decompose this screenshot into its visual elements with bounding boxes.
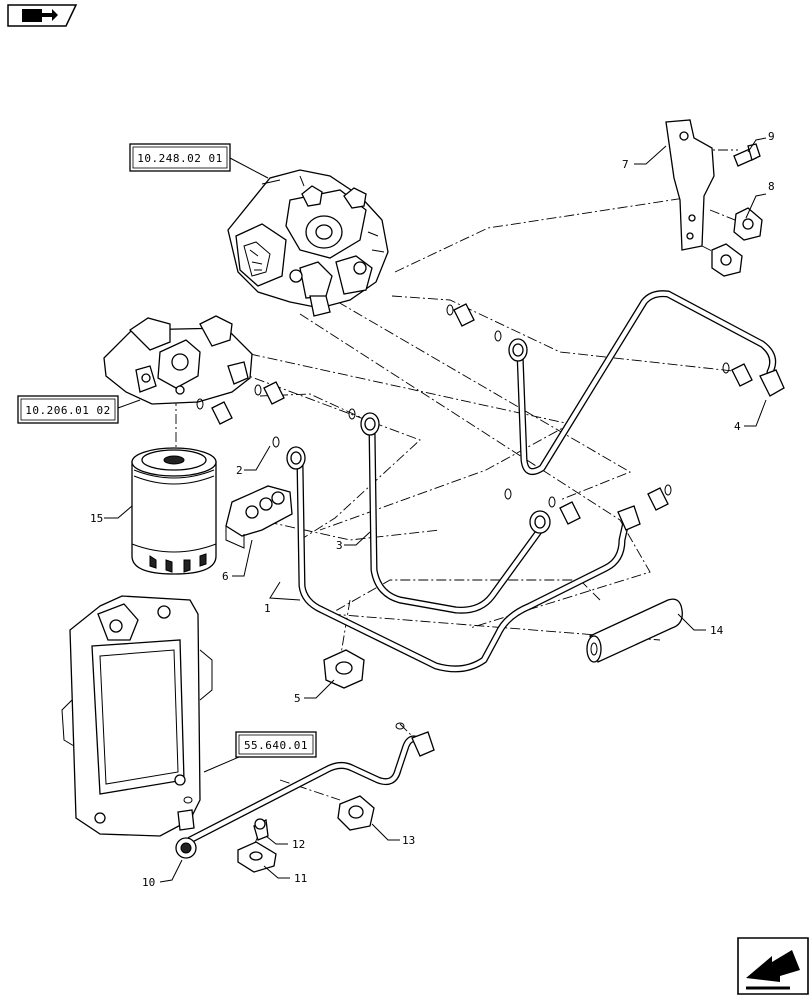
clip-8-lower	[711, 243, 743, 277]
callout-5: 5	[294, 692, 301, 705]
ecu-housing	[61, 595, 213, 837]
fuel-line-ecu	[186, 735, 422, 844]
clamp-11	[237, 841, 277, 873]
callout-8: 8	[768, 180, 775, 193]
fitting-lower-right	[617, 505, 641, 531]
callout-14: 14	[710, 624, 724, 637]
fuel-line-pump-to-rail	[516, 290, 777, 476]
banjo-fitting-upper-left	[360, 412, 380, 436]
ref-box-ecu[interactable]: 55.640.01	[235, 731, 317, 758]
bolt-12	[253, 818, 269, 841]
pipe-clip-6	[225, 485, 293, 549]
callout-6: 6	[222, 570, 229, 583]
assembly-leader-lines	[175, 149, 743, 851]
callout-10: 10	[142, 876, 155, 889]
fitting-right	[759, 369, 785, 397]
banjo-fitting-lower-center	[529, 510, 551, 534]
sleeve-14	[586, 598, 683, 663]
next-page-arrow-icon[interactable]	[737, 937, 809, 995]
book-navigation-icon[interactable]	[7, 4, 78, 27]
fitting-ecu-line-upper	[395, 722, 435, 757]
fuel-filter-cartridge	[131, 447, 217, 575]
pipe-clip-5	[323, 649, 365, 689]
fitting-10	[175, 796, 197, 859]
banjo-fitting-center	[508, 338, 528, 362]
callout-numbers: 1 2 3 4 5 6 7 8 9 10 11 12 13 14 15	[90, 130, 775, 889]
fuel-line-3	[368, 424, 544, 614]
callout-1: 1	[264, 602, 271, 615]
callout-9: 9	[768, 130, 775, 143]
ref-label-pump: 10.248.02 01	[137, 152, 222, 165]
ref-box-pump[interactable]: 10.248.02 01	[129, 143, 231, 172]
callout-13: 13	[402, 834, 415, 847]
ref-box-filter-head[interactable]: 10.206.01 02	[17, 395, 119, 424]
banjo-fitting-mid-left	[286, 446, 306, 470]
fuel-line-1	[296, 460, 630, 673]
callout-2: 2	[236, 464, 243, 477]
callout-7: 7	[622, 158, 629, 171]
clip-8-upper	[733, 207, 763, 241]
screw-9	[733, 143, 761, 167]
fuel-filter-head	[103, 315, 253, 405]
bolts-and-washers	[196, 303, 753, 525]
fuel-injection-pump	[227, 169, 389, 317]
callout-12: 12	[292, 838, 305, 851]
callout-3: 3	[336, 539, 343, 552]
callout-4: 4	[734, 420, 741, 433]
bracket-7	[665, 119, 715, 251]
ref-label-ecu: 55.640.01	[244, 739, 308, 752]
callout-11: 11	[294, 872, 307, 885]
ref-label-filter-head: 10.206.01 02	[25, 404, 110, 417]
callout-15: 15	[90, 512, 103, 525]
clip-13	[337, 795, 375, 831]
